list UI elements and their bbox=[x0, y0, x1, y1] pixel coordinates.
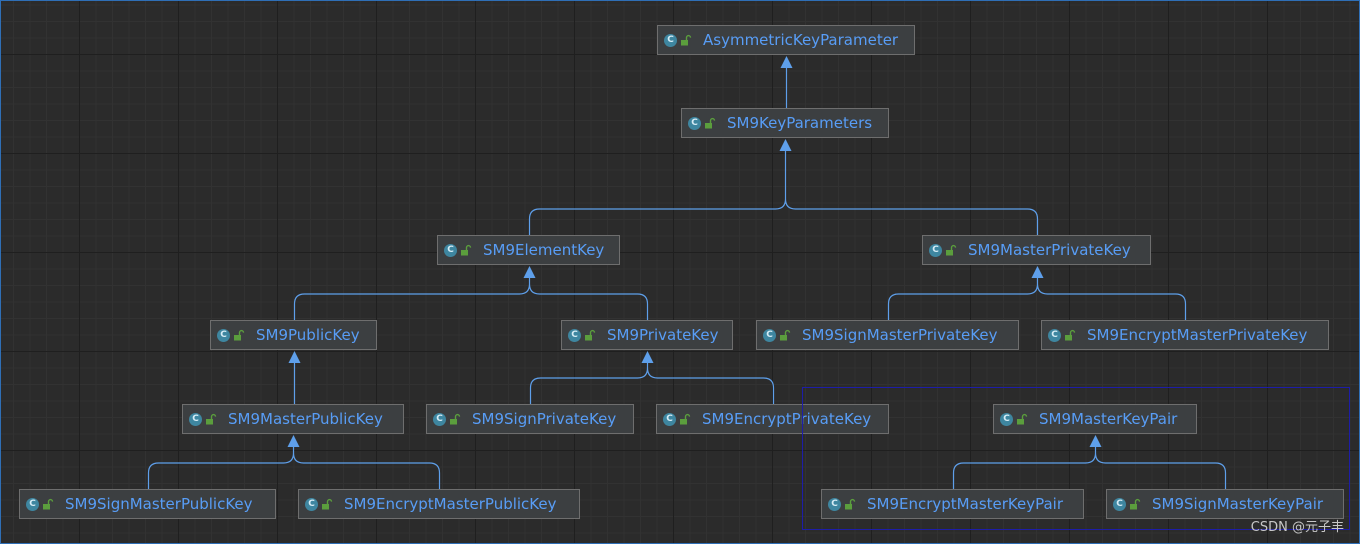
public-lock-icon bbox=[461, 244, 472, 256]
class-node-sm9publickey[interactable]: C SM9PublicKey bbox=[210, 320, 377, 350]
inheritance-edge bbox=[293, 278, 649, 320]
class-name-label: SM9KeyParameters bbox=[727, 114, 873, 132]
class-name-label: SM9SignMasterKeyPair bbox=[1152, 495, 1324, 513]
class-icon: C bbox=[433, 412, 446, 426]
public-lock-icon bbox=[1065, 329, 1076, 341]
class-name-label: SM9EncryptMasterKeyPair bbox=[867, 495, 1064, 513]
public-lock-icon bbox=[845, 498, 856, 510]
class-icon: C bbox=[568, 328, 581, 342]
class-name-label: SM9MasterKeyPair bbox=[1039, 410, 1178, 428]
class-name-label: SM9MasterPrivateKey bbox=[968, 241, 1131, 259]
class-node-sm9masterprivatekey[interactable]: C SM9MasterPrivateKey bbox=[922, 235, 1151, 265]
class-name-label: SM9SignMasterPrivateKey bbox=[802, 326, 998, 344]
class-name-label: SM9EncryptMasterPublicKey bbox=[344, 495, 557, 513]
class-icon: C bbox=[688, 116, 701, 130]
class-node-asymmetrickeyparameter[interactable]: C AsymmetricKeyParameter bbox=[657, 25, 915, 55]
inheritance-arrowhead bbox=[779, 139, 792, 151]
inheritance-edge bbox=[528, 151, 1039, 235]
public-lock-icon bbox=[681, 34, 692, 46]
class-node-sm9signmasterprivatekey[interactable]: C SM9SignMasterPrivateKey bbox=[756, 320, 1019, 350]
public-lock-icon bbox=[1017, 413, 1028, 425]
class-name-label: SM9ElementKey bbox=[483, 241, 605, 259]
public-lock-icon bbox=[680, 413, 691, 425]
inheritance-arrowhead bbox=[288, 351, 301, 363]
class-name-label: SM9MasterPublicKey bbox=[228, 410, 383, 428]
class-node-sm9encryptmasterprivatekey[interactable]: C SM9EncryptMasterPrivateKey bbox=[1041, 320, 1329, 350]
class-node-sm9masterpublickey[interactable]: C SM9MasterPublicKey bbox=[182, 404, 404, 434]
class-node-sm9signprivatekey[interactable]: C SM9SignPrivateKey bbox=[426, 404, 634, 434]
class-icon: C bbox=[664, 33, 677, 47]
inheritance-arrowhead bbox=[1089, 435, 1102, 447]
class-node-sm9keyparameters[interactable]: C SM9KeyParameters bbox=[681, 108, 889, 138]
public-lock-icon bbox=[322, 498, 333, 510]
class-node-sm9signmasterpublickey[interactable]: C SM9SignMasterPublicKey bbox=[19, 489, 276, 519]
class-node-sm9signmasterkeypair[interactable]: C SM9SignMasterKeyPair bbox=[1106, 489, 1344, 519]
public-lock-icon bbox=[1130, 498, 1141, 510]
class-node-sm9encryptmasterkeypair[interactable]: C SM9EncryptMasterKeyPair bbox=[821, 489, 1084, 519]
class-icon: C bbox=[305, 497, 318, 511]
inheritance-edge bbox=[529, 363, 775, 404]
class-name-label: AsymmetricKeyParameter bbox=[703, 31, 899, 49]
class-node-sm9encryptmasterpublickey[interactable]: C SM9EncryptMasterPublicKey bbox=[298, 489, 580, 519]
class-icon: C bbox=[663, 412, 676, 426]
class-node-sm9elementkey[interactable]: C SM9ElementKey bbox=[437, 235, 620, 265]
public-lock-icon bbox=[450, 413, 461, 425]
inheritance-edge bbox=[147, 447, 441, 489]
public-lock-icon bbox=[946, 244, 957, 256]
class-node-sm9privatekey[interactable]: C SM9PrivateKey bbox=[561, 320, 733, 350]
inheritance-edge bbox=[952, 447, 1227, 489]
class-name-label: SM9PrivateKey bbox=[607, 326, 719, 344]
class-icon: C bbox=[1048, 328, 1061, 342]
public-lock-icon bbox=[780, 329, 791, 341]
class-name-label: SM9SignPrivateKey bbox=[472, 410, 617, 428]
class-icon: C bbox=[1000, 412, 1013, 426]
class-icon: C bbox=[929, 243, 942, 257]
inheritance-edge bbox=[887, 278, 1187, 320]
class-icon: C bbox=[444, 243, 457, 257]
inheritance-arrowhead bbox=[641, 351, 654, 363]
class-icon: C bbox=[763, 328, 776, 342]
class-name-label: SM9EncryptPrivateKey bbox=[702, 410, 872, 428]
class-node-sm9encryptprivatekey[interactable]: C SM9EncryptPrivateKey bbox=[656, 404, 889, 434]
class-icon: C bbox=[189, 412, 202, 426]
selection-rectangle bbox=[802, 387, 1350, 530]
inheritance-arrowhead bbox=[1031, 266, 1044, 278]
public-lock-icon bbox=[585, 329, 596, 341]
class-icon: C bbox=[26, 497, 39, 511]
class-name-label: SM9EncryptMasterPrivateKey bbox=[1087, 326, 1308, 344]
class-icon: C bbox=[217, 328, 230, 342]
public-lock-icon bbox=[206, 413, 217, 425]
class-node-sm9masterkeypair[interactable]: C SM9MasterKeyPair bbox=[993, 404, 1197, 434]
class-name-label: SM9PublicKey bbox=[256, 326, 360, 344]
inheritance-arrowhead bbox=[780, 56, 793, 68]
class-icon: C bbox=[828, 497, 841, 511]
public-lock-icon bbox=[705, 117, 716, 129]
inheritance-arrowhead bbox=[523, 266, 536, 278]
public-lock-icon bbox=[43, 498, 54, 510]
class-icon: C bbox=[1113, 497, 1126, 511]
inheritance-arrowhead bbox=[287, 435, 300, 447]
class-name-label: SM9SignMasterPublicKey bbox=[65, 495, 253, 513]
public-lock-icon bbox=[234, 329, 245, 341]
watermark: CSDN @元子丰 bbox=[1250, 520, 1344, 535]
